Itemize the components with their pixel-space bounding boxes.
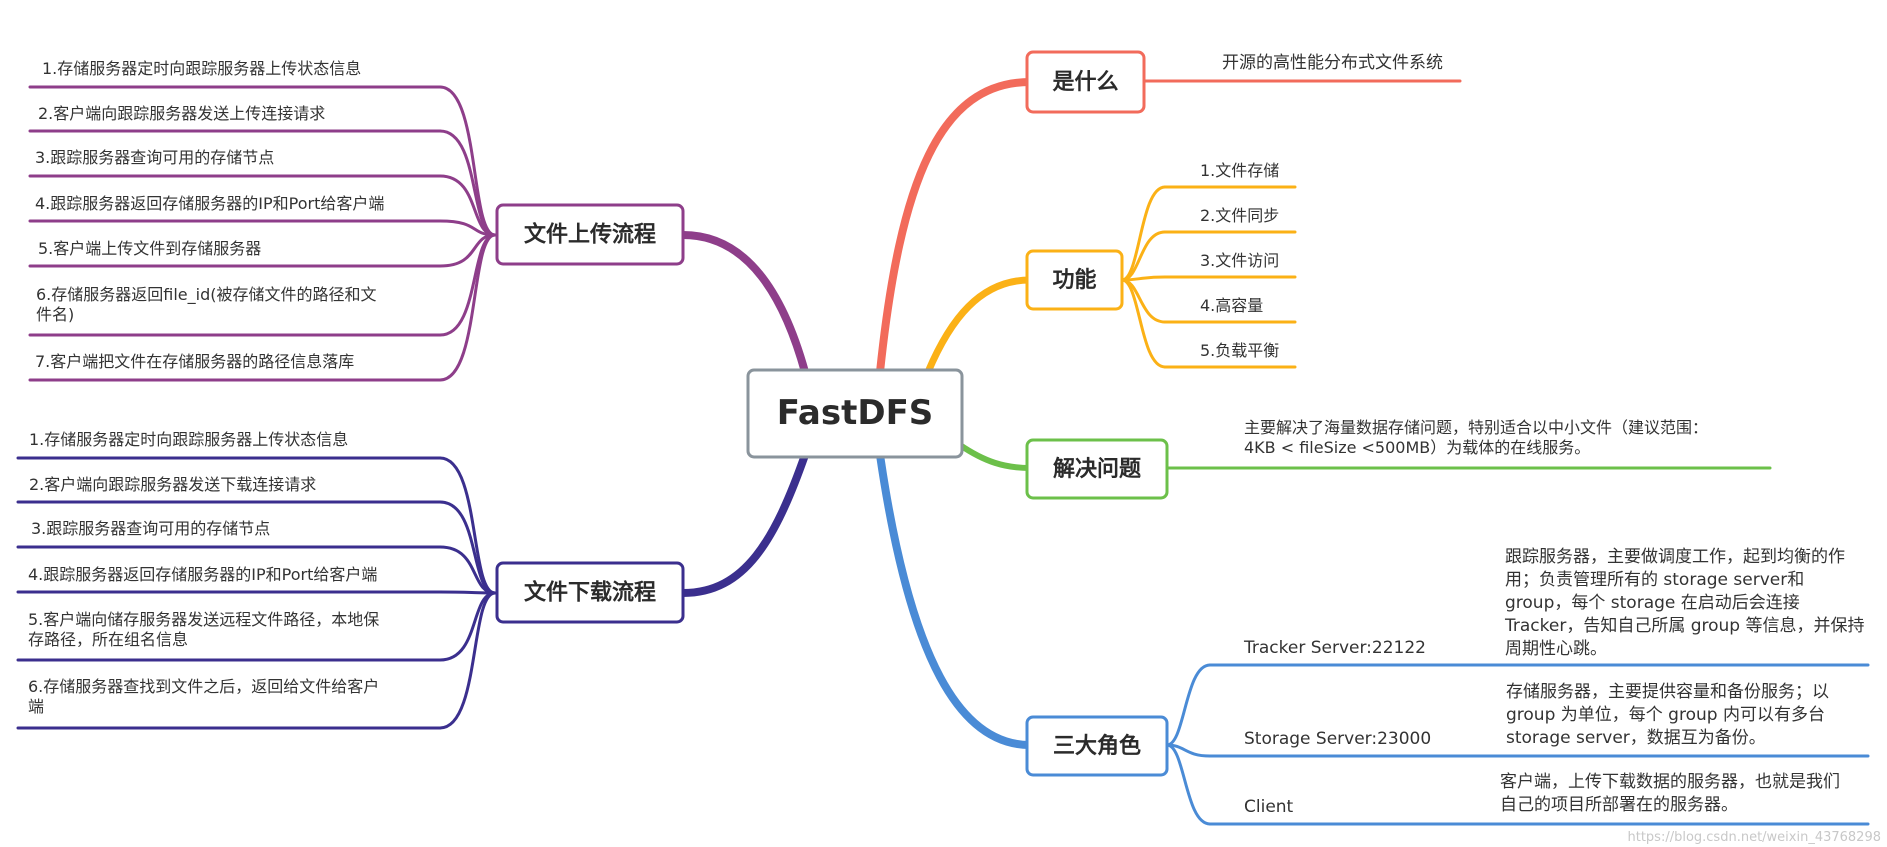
upload-step: 件名) <box>36 305 74 324</box>
watermark: https://blog.csdn.net/weixin_43768298 <box>1627 830 1881 845</box>
download-step: 4.跟踪服务器返回存储服务器的IP和Port给客户端 <box>28 565 377 584</box>
download-connector <box>438 591 497 730</box>
role-description: group，每个 storage 在启动后会连接 <box>1505 593 1800 613</box>
download-connector <box>438 590 497 595</box>
feature-connector <box>1120 185 1167 282</box>
download-step: 存路径，所在组名信息 <box>28 630 188 649</box>
upload-step: 2.客户端向跟踪服务器发送上传连接请求 <box>38 104 325 123</box>
branch-curve-what <box>876 78 1034 376</box>
branch-features-label: 功能 <box>1052 267 1096 293</box>
role-description: 存储服务器，主要提供容量和备份服务；以 <box>1506 682 1829 702</box>
branch-features[interactable] <box>1025 249 1124 311</box>
upload-connector <box>438 129 497 237</box>
branch-roles[interactable] <box>1025 715 1169 777</box>
role-description: 客户端，上传下载数据的服务器，也就是我们 <box>1500 772 1840 792</box>
download-step: 1.存储服务器定时向跟踪服务器上传状态信息 <box>29 430 348 449</box>
solves-text: 4KB < fileSize <500MB）为载体的在线服务。 <box>1244 438 1590 457</box>
branch-what[interactable] <box>1025 50 1146 114</box>
download-connector <box>438 591 497 662</box>
feature-item: 4.高容量 <box>1200 296 1263 315</box>
branch-curve-upload <box>679 231 809 376</box>
branch-solves-label: 解决问题 <box>1053 456 1142 482</box>
root-node-label: FastDFS <box>777 393 934 433</box>
role-description: Tracker，告知自己所属 group 等信息，并保持 <box>1504 616 1865 636</box>
branch-roles-label: 三大角色 <box>1053 733 1141 759</box>
role-description: group 为单位，每个 group 内可以有多台 <box>1506 705 1825 725</box>
download-step: 5.客户端向储存服务器发送远程文件路径，本地保 <box>28 610 379 629</box>
feature-item: 5.负载平衡 <box>1200 341 1279 360</box>
branch-download-label: 文件下载流程 <box>524 580 656 606</box>
role-description: 跟踪服务器，主要做调度工作，起到均衡的作 <box>1505 547 1845 567</box>
role-name: Client <box>1244 797 1294 817</box>
upload-step: 5.客户端上传文件到存储服务器 <box>38 239 261 258</box>
root-node[interactable] <box>746 368 964 459</box>
upload-step: 1.存储服务器定时向跟踪服务器上传状态信息 <box>42 59 361 78</box>
feature-connector <box>1120 278 1167 369</box>
branch-curve-download <box>679 451 809 597</box>
branch-curve-roles <box>876 451 1034 749</box>
feature-item: 2.文件同步 <box>1200 206 1279 225</box>
role-description: 用；负责管理所有的 storage server和 <box>1505 570 1804 590</box>
upload-connector <box>438 174 497 237</box>
role-connector <box>1165 663 1212 747</box>
download-step: 端 <box>28 697 44 716</box>
solves-text: 主要解决了海量数据存储问题，特别适合以中小文件（建议范围： <box>1244 418 1708 437</box>
role-name: Storage Server:23000 <box>1244 729 1431 749</box>
upload-connector <box>438 233 497 268</box>
role-description: 周期性心跳。 <box>1505 639 1607 659</box>
branch-solves[interactable] <box>1025 438 1169 500</box>
upload-connector <box>438 233 497 382</box>
download-connector <box>438 500 497 595</box>
upload-step: 3.跟踪服务器查询可用的存储节点 <box>35 148 274 167</box>
branch-upload-label: 文件上传流程 <box>524 222 656 248</box>
role-connector <box>1165 743 1212 826</box>
feature-item: 1.文件存储 <box>1200 161 1279 180</box>
download-step: 2.客户端向跟踪服务器发送下载连接请求 <box>29 475 316 494</box>
role-description: 自己的项目所部署在的服务器。 <box>1500 795 1738 815</box>
branch-curve-features <box>924 276 1034 376</box>
branch-curve-solves <box>957 442 1033 471</box>
branch-upload[interactable] <box>495 203 685 266</box>
upload-connector <box>438 233 497 337</box>
branch-download[interactable] <box>495 561 685 624</box>
download-connector <box>438 545 497 595</box>
role-name: Tracker Server:22122 <box>1243 638 1426 658</box>
feature-item: 3.文件访问 <box>1200 251 1279 270</box>
what-text: 开源的高性能分布式文件系统 <box>1222 53 1443 73</box>
download-step: 6.存储服务器查找到文件之后，返回给文件给客户 <box>28 677 379 696</box>
download-step: 3.跟踪服务器查询可用的存储节点 <box>31 519 270 538</box>
upload-step: 6.存储服务器返回file_id(被存储文件的路径和文 <box>36 285 376 305</box>
upload-step: 7.客户端把文件在存储服务器的路径信息落库 <box>35 352 354 371</box>
branch-what-label: 是什么 <box>1052 70 1118 95</box>
role-description: storage server，数据互为备份。 <box>1506 728 1766 748</box>
upload-step: 4.跟踪服务器返回存储服务器的IP和Port给客户端 <box>35 194 384 213</box>
